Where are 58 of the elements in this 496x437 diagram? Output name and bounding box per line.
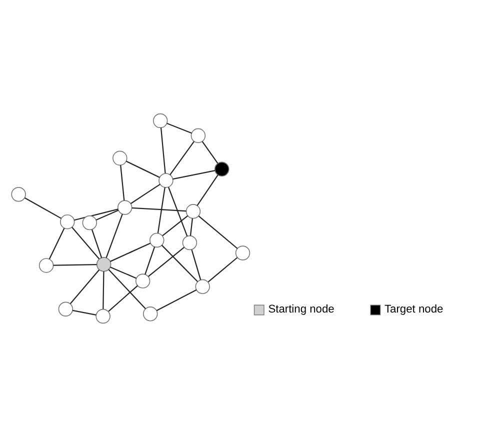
- connector: [156, 289, 197, 312]
- connector: [190, 218, 193, 236]
- connector: [202, 141, 218, 164]
- connector: [170, 141, 194, 176]
- node-circle: [60, 214, 75, 230]
- node-circle: [190, 128, 206, 144]
- node-circle: [143, 306, 158, 322]
- node-circle: [150, 232, 164, 248]
- connector: [132, 207, 186, 212]
- node-circle: [112, 150, 128, 166]
- connector: [106, 214, 123, 258]
- node-circle: [11, 186, 26, 202]
- connector: [191, 250, 202, 280]
- connector: [72, 226, 100, 260]
- connector: [126, 160, 160, 178]
- legend-label: Target node: [384, 304, 444, 316]
- connector: [110, 266, 136, 279]
- connector: [172, 170, 216, 180]
- connector: [120, 165, 125, 200]
- connector: [157, 187, 166, 234]
- node-circle: [117, 200, 132, 215]
- node-circle: [96, 308, 110, 324]
- node-circle: [82, 215, 98, 230]
- connector: [148, 246, 184, 277]
- connector: [110, 242, 151, 262]
- connector: [102, 271, 104, 310]
- connector: [160, 128, 166, 174]
- connector: [208, 257, 238, 282]
- node-circle: [235, 246, 250, 260]
- node-circle: [38, 258, 54, 273]
- node-circle: [58, 302, 74, 316]
- node-circle: [186, 204, 201, 219]
- node-circle: [182, 235, 198, 250]
- connector: [144, 246, 156, 275]
- legend-label: Starting node: [268, 304, 334, 316]
- connector: [196, 174, 218, 206]
- connector: [161, 244, 198, 282]
- connector: [162, 215, 188, 236]
- node-circle: [135, 274, 150, 288]
- node-circle: [152, 113, 168, 128]
- connector: [108, 269, 146, 310]
- node-circle: [195, 279, 210, 294]
- connector: [74, 208, 118, 221]
- connector: [108, 285, 138, 312]
- connector: [53, 264, 97, 266]
- connector: [72, 310, 96, 316]
- connector: [48, 228, 65, 260]
- connector: [96, 210, 119, 220]
- connector: [130, 184, 160, 204]
- connector: [198, 216, 238, 249]
- connector: [166, 122, 192, 134]
- node-circle: [214, 162, 230, 177]
- node-circle: [158, 173, 174, 188]
- connector: [168, 186, 188, 236]
- connector: [70, 270, 100, 304]
- connector: [91, 229, 102, 258]
- connector: [24, 197, 62, 219]
- node-circle: [96, 257, 112, 272]
